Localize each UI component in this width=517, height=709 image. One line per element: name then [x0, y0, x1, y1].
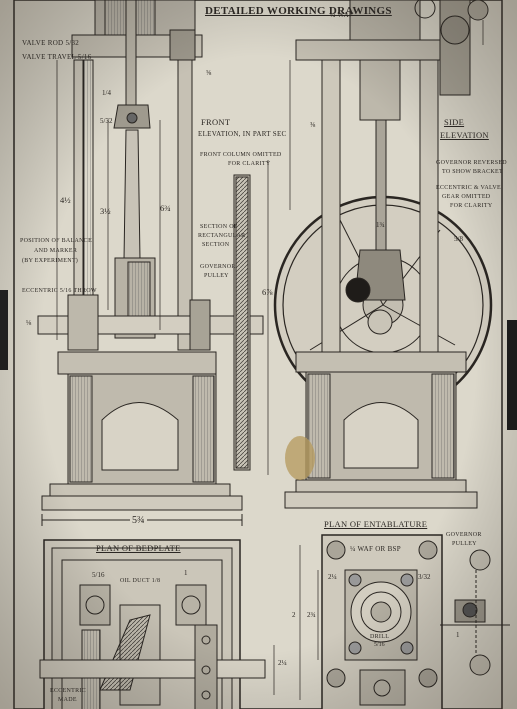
oil-duct-label: Oil Duct 1/8 — [120, 578, 161, 584]
sheet-title: Detailed Working Drawings — [205, 5, 392, 17]
side-elevation-label: Elevation — [440, 130, 489, 140]
valve-rod-label: Valve Rod 5/32 — [22, 39, 80, 47]
balance-label: Position of Balance — [20, 238, 93, 244]
side-clarity-note: for Clarity — [450, 203, 493, 209]
show-bracket-note: to Show Bracket — [442, 169, 503, 175]
side-dim-b: 1¾ — [376, 221, 385, 229]
section-note-3: Section — [202, 242, 230, 248]
governor-note-1: Governor — [200, 264, 236, 270]
made-label: Made — [58, 697, 77, 703]
bedplate-title: Plan of Bedplate — [96, 543, 181, 553]
entablature-governor: Governor — [446, 532, 482, 538]
front-dim-f: ⅝ — [206, 69, 212, 77]
section-note-2: Rectangular — [198, 233, 246, 239]
governor-reversed-note: Governor Reversed — [436, 160, 507, 166]
eccentric-throw-label: Eccentric 5/16 Throw — [22, 288, 97, 294]
entablature-dim-b: 2 — [292, 611, 296, 619]
front-width-dim: 5¾ — [130, 515, 147, 527]
eccentric-valve-note: Eccentric & Valve — [436, 185, 501, 191]
gear-omitted-note: Gear Omitted — [442, 194, 491, 200]
front-clarity-note: for clarity — [228, 161, 271, 167]
entablature-dim-a: 2¼ — [328, 573, 337, 581]
bedplate-dim-b: 5/16 — [92, 571, 105, 579]
bedplate-dim-c: 2¼ — [278, 659, 287, 667]
marker-label: and Marker — [34, 248, 78, 254]
side-label: Side — [444, 117, 465, 127]
front-dim-b: 3½ — [100, 206, 111, 216]
front-column-note: Front Column omitted — [200, 152, 282, 158]
eccentric-label: Eccentric — [50, 688, 87, 694]
entablature-dim-e: 1 — [456, 631, 460, 639]
entablature-dim-c: 2¾ — [307, 611, 316, 619]
entablature-title: Plan of Entablature — [324, 519, 428, 529]
section-note-1: Section of — [200, 224, 238, 230]
valve-travel-label: Valve Travel 5/16 — [22, 53, 92, 61]
front-dim-d: ⅛ — [26, 319, 32, 327]
entablature-pulley: Pulley — [452, 541, 477, 547]
front-dim-a: 4½ — [60, 195, 71, 205]
governor-note-2: Pulley — [204, 273, 229, 279]
bedplate-dim-a: 1 — [184, 569, 188, 577]
side-top-dim: ¼ WAF — [330, 11, 354, 19]
drill-label: Drill — [370, 634, 390, 640]
front-elevation-label: Elevation, in Part Sec — [198, 130, 287, 138]
entablature-dim-f: 5/16 — [374, 642, 385, 648]
entablature-dim-d: 3/32 — [418, 573, 431, 581]
front-dim-h: 6⅞ — [262, 287, 273, 297]
front-dim-g: 5/32 — [100, 117, 113, 125]
experiment-label: (By Experiment) — [22, 258, 79, 264]
side-dim-c: 5/8 — [454, 235, 463, 243]
front-dim-c: 6¾ — [160, 203, 171, 213]
front-dim-e: 1/4 — [102, 89, 111, 97]
bsp-label: ¼ WAF or BSP — [350, 545, 401, 553]
side-dim-a: ⅜ — [310, 121, 316, 129]
front-label: Front — [201, 117, 231, 127]
